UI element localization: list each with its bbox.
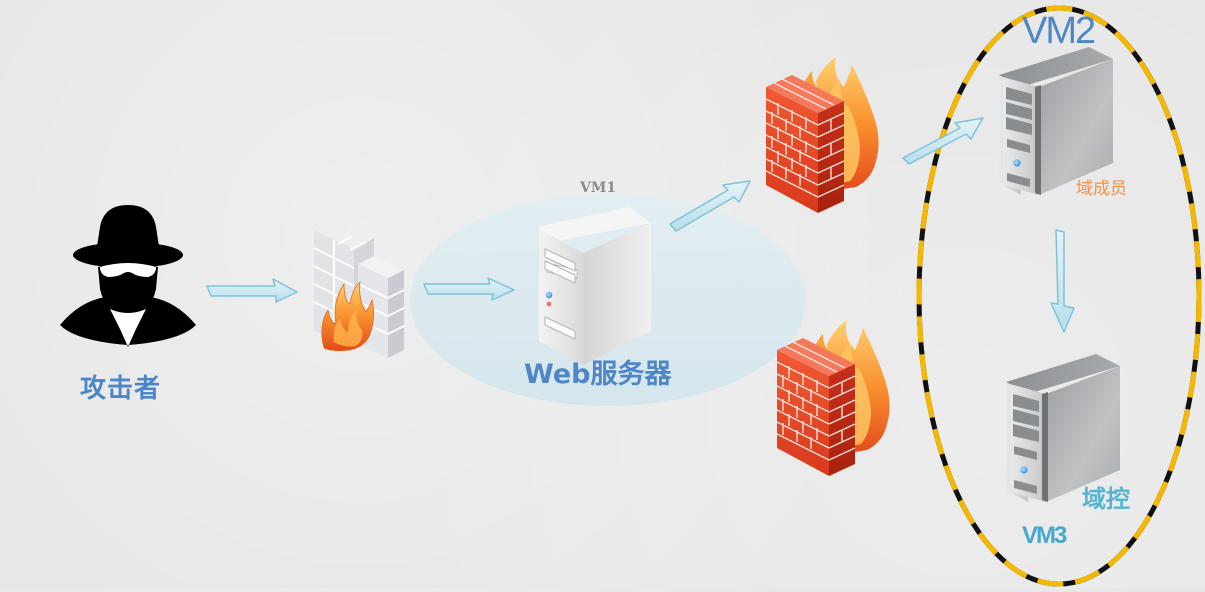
arrow-firewall-to-domain-member [902,117,984,165]
domain-member-server-icon [999,47,1113,195]
vm1-label: VM1 [580,180,617,196]
domain-controller-label: 域控 [1082,485,1130,513]
attacker-icon [60,205,196,347]
vm3-label: VM3 [1022,522,1067,549]
firewall-2-icon [765,57,879,213]
vm2-label: VM2 [1022,10,1096,52]
domain-zone-ellipse [916,5,1202,587]
web-server-icon [537,207,651,365]
arrow-attacker-to-firewall [206,278,298,303]
arrow-firewall-to-webserver [423,277,515,301]
domain-controller-server-icon [1006,354,1120,502]
attacker-label: 攻击者 [80,374,162,404]
web-server-label: Web服务器 [524,359,672,390]
firewall-3-icon [776,320,890,476]
domain-member-label: 域成员 [1076,179,1127,199]
firewall-1-icon [313,230,405,358]
arrow-webserver-to-firewall [669,180,751,232]
arrow-domain-member-to-controller [1050,229,1075,333]
